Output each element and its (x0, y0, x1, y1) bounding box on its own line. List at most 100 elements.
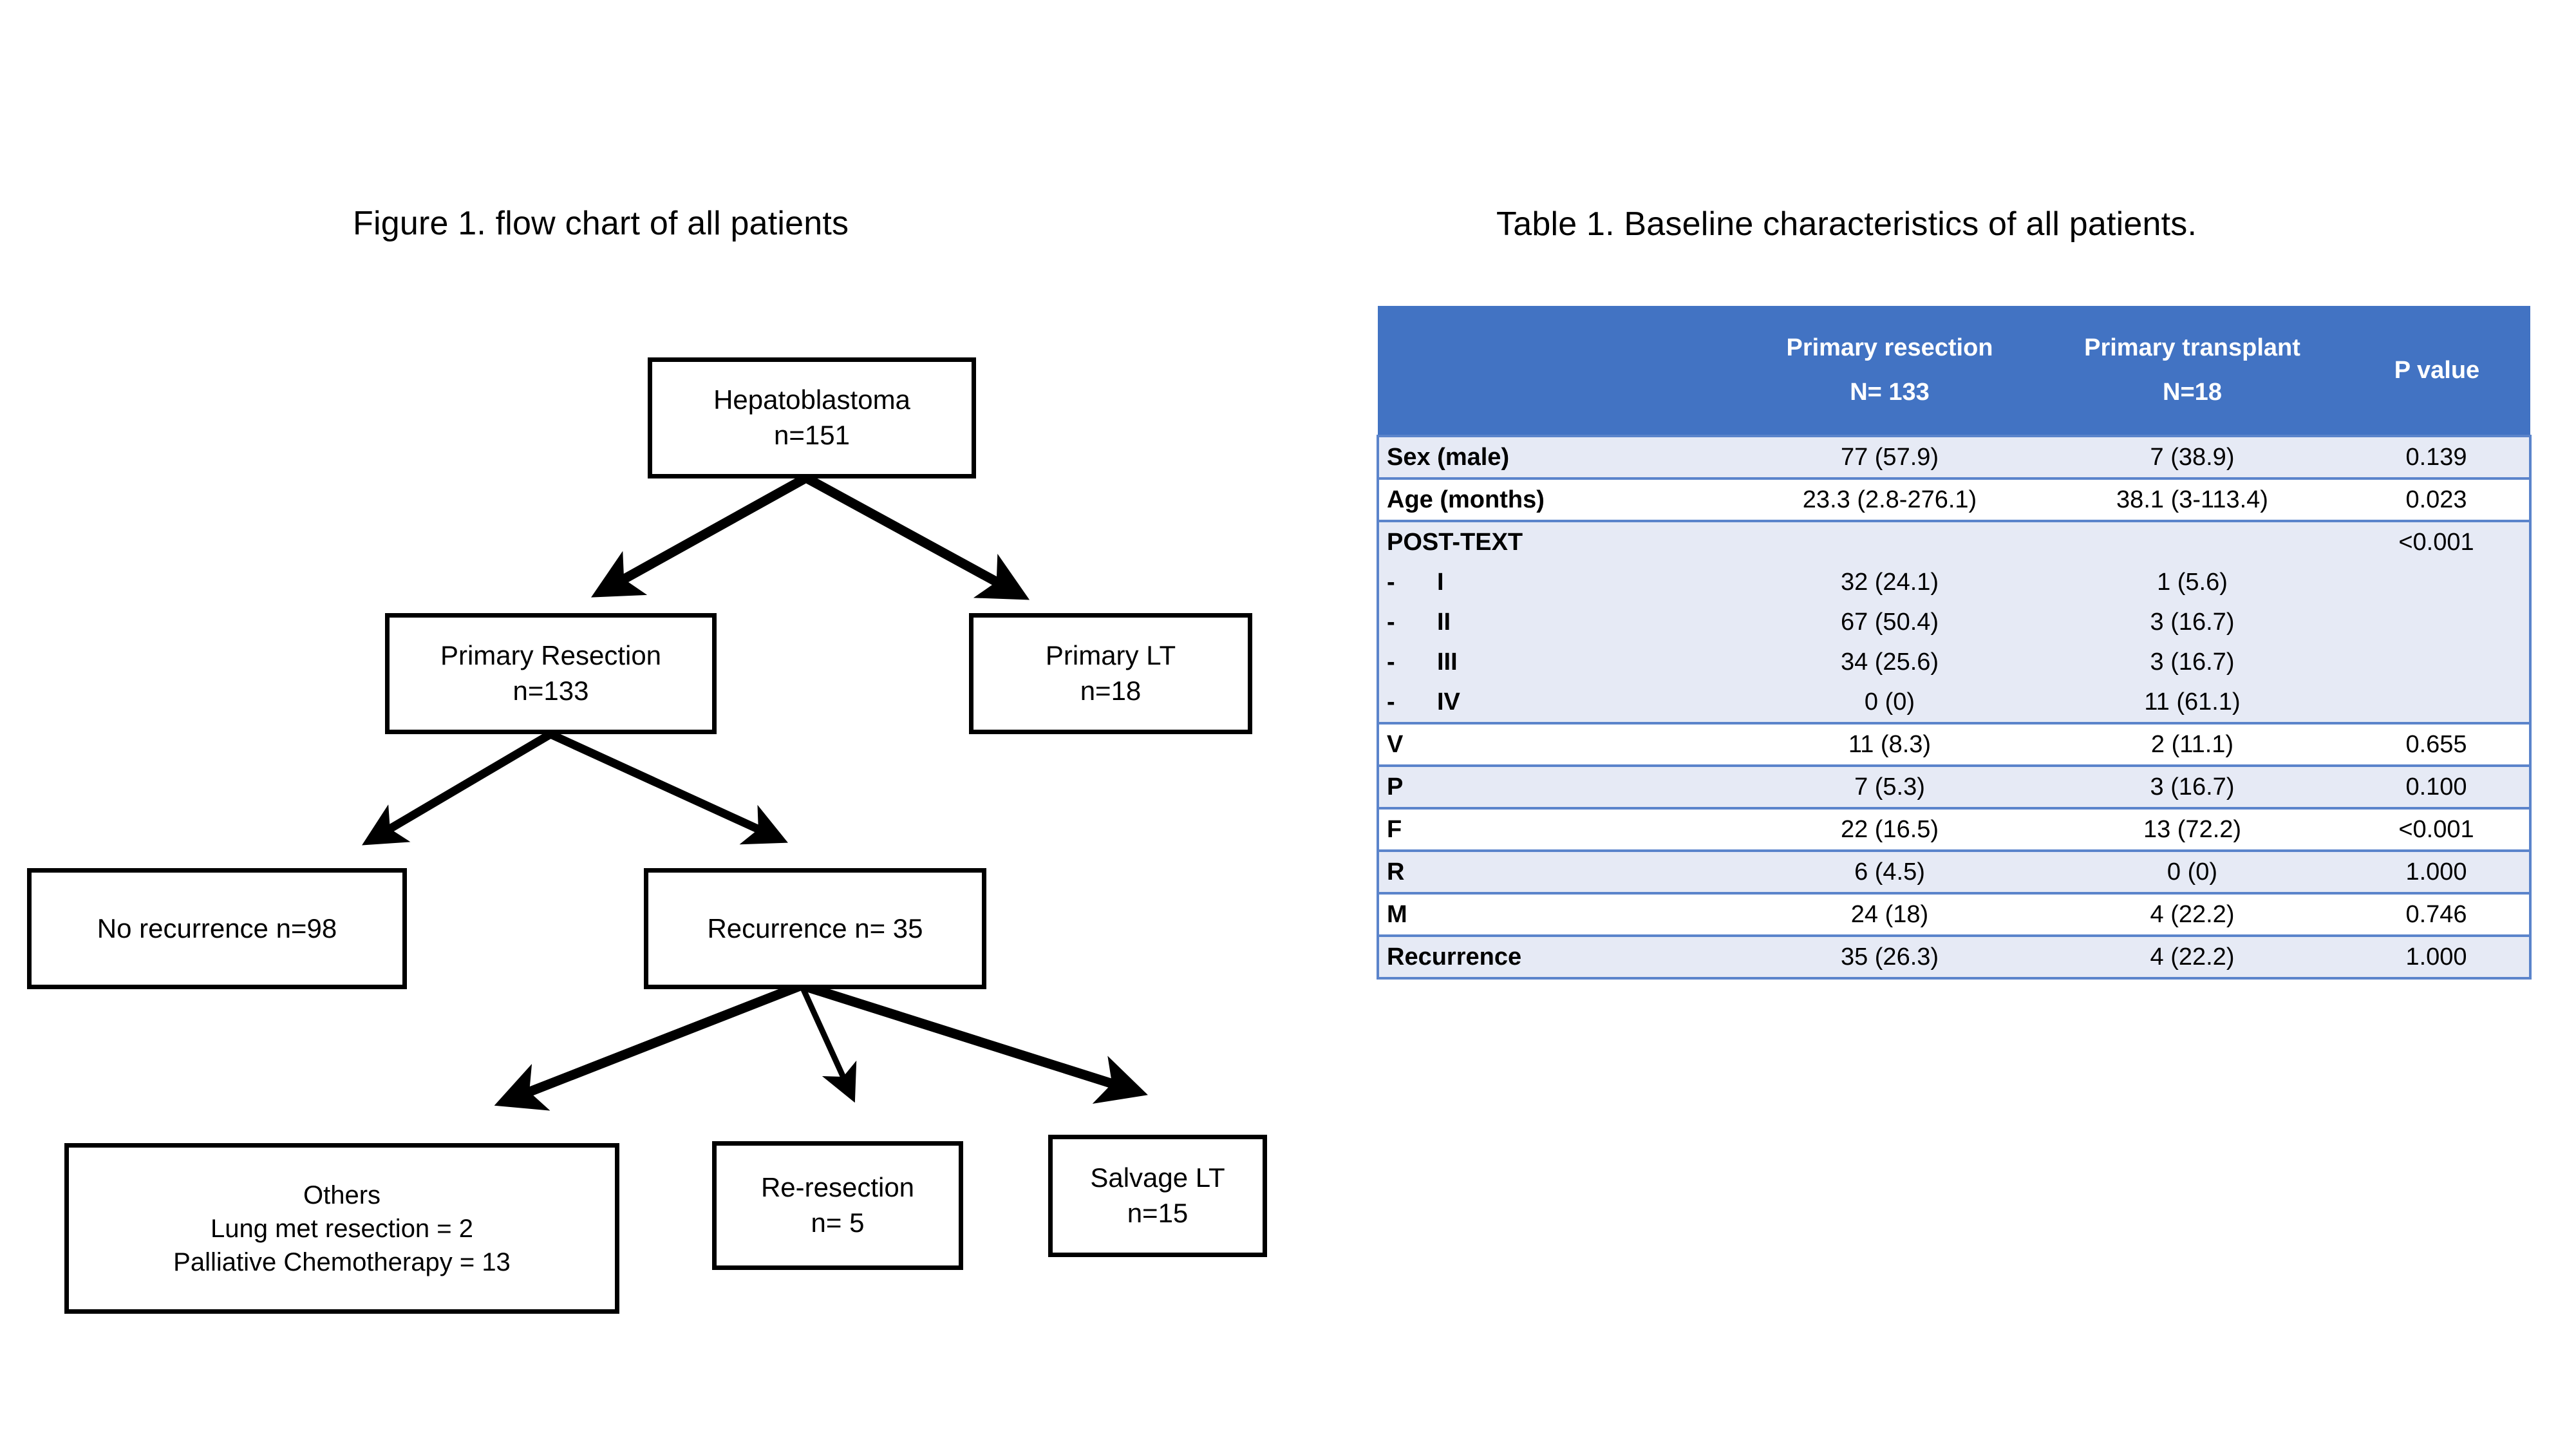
sub-label: III (1437, 648, 1458, 676)
row-value-transplant: 3 (16.7) (2041, 764, 2344, 810)
flow-node-no-recurrence-line-1: No recurrence n=98 (97, 913, 337, 943)
figure-title: Figure 1. flow chart of all patients (353, 205, 849, 242)
flow-node-salvage-lt-line-2: n=15 (1127, 1198, 1189, 1228)
flow-node-salvage-lt-line-1: Salvage LT (1090, 1162, 1225, 1193)
table-row: POST-TEXT <0.001 (1377, 520, 2532, 562)
flow-node-others-line-1: Others (303, 1180, 381, 1209)
flow-node-others: Others Lung met resection = 2 Palliative… (64, 1143, 619, 1314)
row-value-p (2344, 642, 2532, 682)
table-row: R 6 (4.5) 0 (0) 1.000 (1377, 849, 2532, 895)
row-value-resection: 6 (4.5) (1738, 849, 2041, 895)
table-row: M 24 (18) 4 (22.2) 0.746 (1377, 892, 2532, 937)
table-title: Table 1. Baseline characteristics of all… (1496, 205, 2197, 243)
flow-node-primary-resection-line-1: Primary Resection (440, 640, 662, 671)
table-1-panel: Table 1. Baseline characteristics of all… (1339, 0, 2576, 1449)
flow-node-primary-lt: Primary LT n=18 (969, 613, 1252, 734)
table-row: F 22 (16.5) 13 (72.2) <0.001 (1377, 807, 2532, 852)
arrow-recurrence-to-re-resection (798, 984, 857, 1103)
row-value-transplant: 7 (38.9) (2041, 435, 2344, 480)
table-row: - III 34 (25.6) 3 (16.7) (1377, 642, 2532, 682)
sub-bullet: - (1387, 648, 1395, 676)
row-value-transplant: 2 (11.1) (2041, 722, 2344, 767)
row-label: P (1377, 764, 1738, 810)
flow-node-recurrence-line-1: Recurrence n= 35 (707, 913, 923, 943)
flow-node-hepatoblastoma-line-2: n=151 (774, 420, 850, 450)
flow-node-re-resection-line-2: n= 5 (811, 1208, 865, 1238)
header-cell-primary-resection: Primary resection N= 133 (1738, 306, 2041, 436)
flow-node-others-line-3: Palliative Chemotherapy = 13 (173, 1247, 511, 1276)
row-value-resection: 34 (25.6) (1738, 642, 2041, 682)
arrow-recurrence-to-others (494, 981, 804, 1111)
row-label: Recurrence (1377, 934, 1738, 980)
table-body: Sex (male) 77 (57.9) 7 (38.9) 0.139 Age … (1377, 435, 2532, 980)
row-value-resection (1738, 520, 2041, 562)
arrow-primary-resection-to-no-recurrence (362, 730, 553, 846)
baseline-characteristics-table: Primary resection N= 133 Primary transpl… (1377, 306, 2532, 980)
table-row: -I 32 (24.1) 1 (5.6) (1377, 562, 2532, 602)
sub-label: I (1437, 568, 1444, 596)
row-value-transplant: 3 (16.7) (2041, 602, 2344, 642)
row-value-p: <0.001 (2344, 807, 2532, 852)
row-value-transplant: 1 (5.6) (2041, 562, 2344, 602)
row-label: R (1377, 849, 1738, 895)
row-value-p: 0.023 (2344, 477, 2532, 522)
sub-bullet: - (1387, 568, 1395, 596)
row-value-resection: 7 (5.3) (1738, 764, 2041, 810)
row-value-transplant: 4 (22.2) (2041, 892, 2344, 937)
header-p-value-label: P value (2394, 356, 2480, 384)
row-value-transplant: 3 (16.7) (2041, 642, 2344, 682)
table-row: Sex (male) 77 (57.9) 7 (38.9) 0.139 (1377, 435, 2532, 480)
arrow-hepatoblastoma-to-primary-resection (591, 473, 809, 598)
row-value-p: <0.001 (2344, 520, 2532, 562)
header-cell-blank (1378, 306, 1738, 436)
row-value-transplant: 0 (0) (2041, 849, 2344, 895)
row-value-p: 1.000 (2344, 934, 2532, 980)
flow-node-primary-resection: Primary Resection n=133 (385, 613, 717, 734)
row-label: POST-TEXT (1377, 520, 1738, 562)
flow-node-no-recurrence: No recurrence n=98 (27, 868, 407, 989)
row-value-resection: 11 (8.3) (1738, 722, 2041, 767)
table-row: Recurrence 35 (26.3) 4 (22.2) 1.000 (1377, 934, 2532, 980)
flow-node-hepatoblastoma: Hepatoblastoma n=151 (648, 357, 976, 478)
flow-node-primary-lt-line-2: n=18 (1080, 676, 1142, 706)
sub-bullet: - (1387, 608, 1395, 636)
row-label-sub: -I (1377, 562, 1738, 602)
arrow-recurrence-to-salvage-lt (800, 980, 1148, 1104)
row-value-transplant: 11 (61.1) (2041, 682, 2344, 724)
row-value-p (2344, 602, 2532, 642)
row-value-transplant (2041, 520, 2344, 562)
row-value-resection: 67 (50.4) (1738, 602, 2041, 642)
table-header-row: Primary resection N= 133 Primary transpl… (1378, 306, 2530, 436)
row-value-transplant: 4 (22.2) (2041, 934, 2344, 980)
header-primary-resection-n: N= 133 (1850, 379, 1930, 406)
row-value-transplant: 38.1 (3-113.4) (2041, 477, 2344, 522)
flow-node-recurrence: Recurrence n= 35 (644, 868, 986, 989)
header-cell-primary-transplant: Primary transplant N=18 (2041, 306, 2344, 436)
table-row: P 7 (5.3) 3 (16.7) 0.100 (1377, 764, 2532, 810)
header-primary-transplant-label: Primary transplant (2084, 334, 2300, 361)
row-value-p: 0.139 (2344, 435, 2532, 480)
flow-node-hepatoblastoma-line-1: Hepatoblastoma (713, 384, 910, 415)
row-label: F (1377, 807, 1738, 852)
row-value-resection: 0 (0) (1738, 682, 2041, 724)
row-value-resection: 32 (24.1) (1738, 562, 2041, 602)
row-value-resection: 24 (18) (1738, 892, 2041, 937)
row-value-resection: 35 (26.3) (1738, 934, 2041, 980)
row-value-p (2344, 682, 2532, 724)
row-value-p: 1.000 (2344, 849, 2532, 895)
sub-label: IV (1437, 688, 1460, 715)
sub-bullet: - (1387, 688, 1395, 715)
flow-node-others-line-2: Lung met resection = 2 (210, 1214, 474, 1243)
row-value-p: 0.655 (2344, 722, 2532, 767)
header-cell-p-value: P value (2344, 306, 2530, 436)
row-label-sub: -II (1377, 602, 1738, 642)
flow-node-primary-lt-line-1: Primary LT (1045, 640, 1176, 671)
row-label: Sex (male) (1377, 435, 1738, 480)
flow-node-re-resection: Re-resection n= 5 (712, 1141, 963, 1270)
flow-node-primary-resection-line-2: n=133 (512, 676, 589, 706)
header-primary-resection-label: Primary resection (1786, 334, 1993, 361)
row-value-transplant: 13 (72.2) (2041, 807, 2344, 852)
table-row: V 11 (8.3) 2 (11.1) 0.655 (1377, 722, 2532, 767)
figure-1-flowchart: Figure 1. flow chart of all patients Hep… (27, 205, 1267, 1314)
flow-node-re-resection-line-1: Re-resection (760, 1172, 915, 1203)
